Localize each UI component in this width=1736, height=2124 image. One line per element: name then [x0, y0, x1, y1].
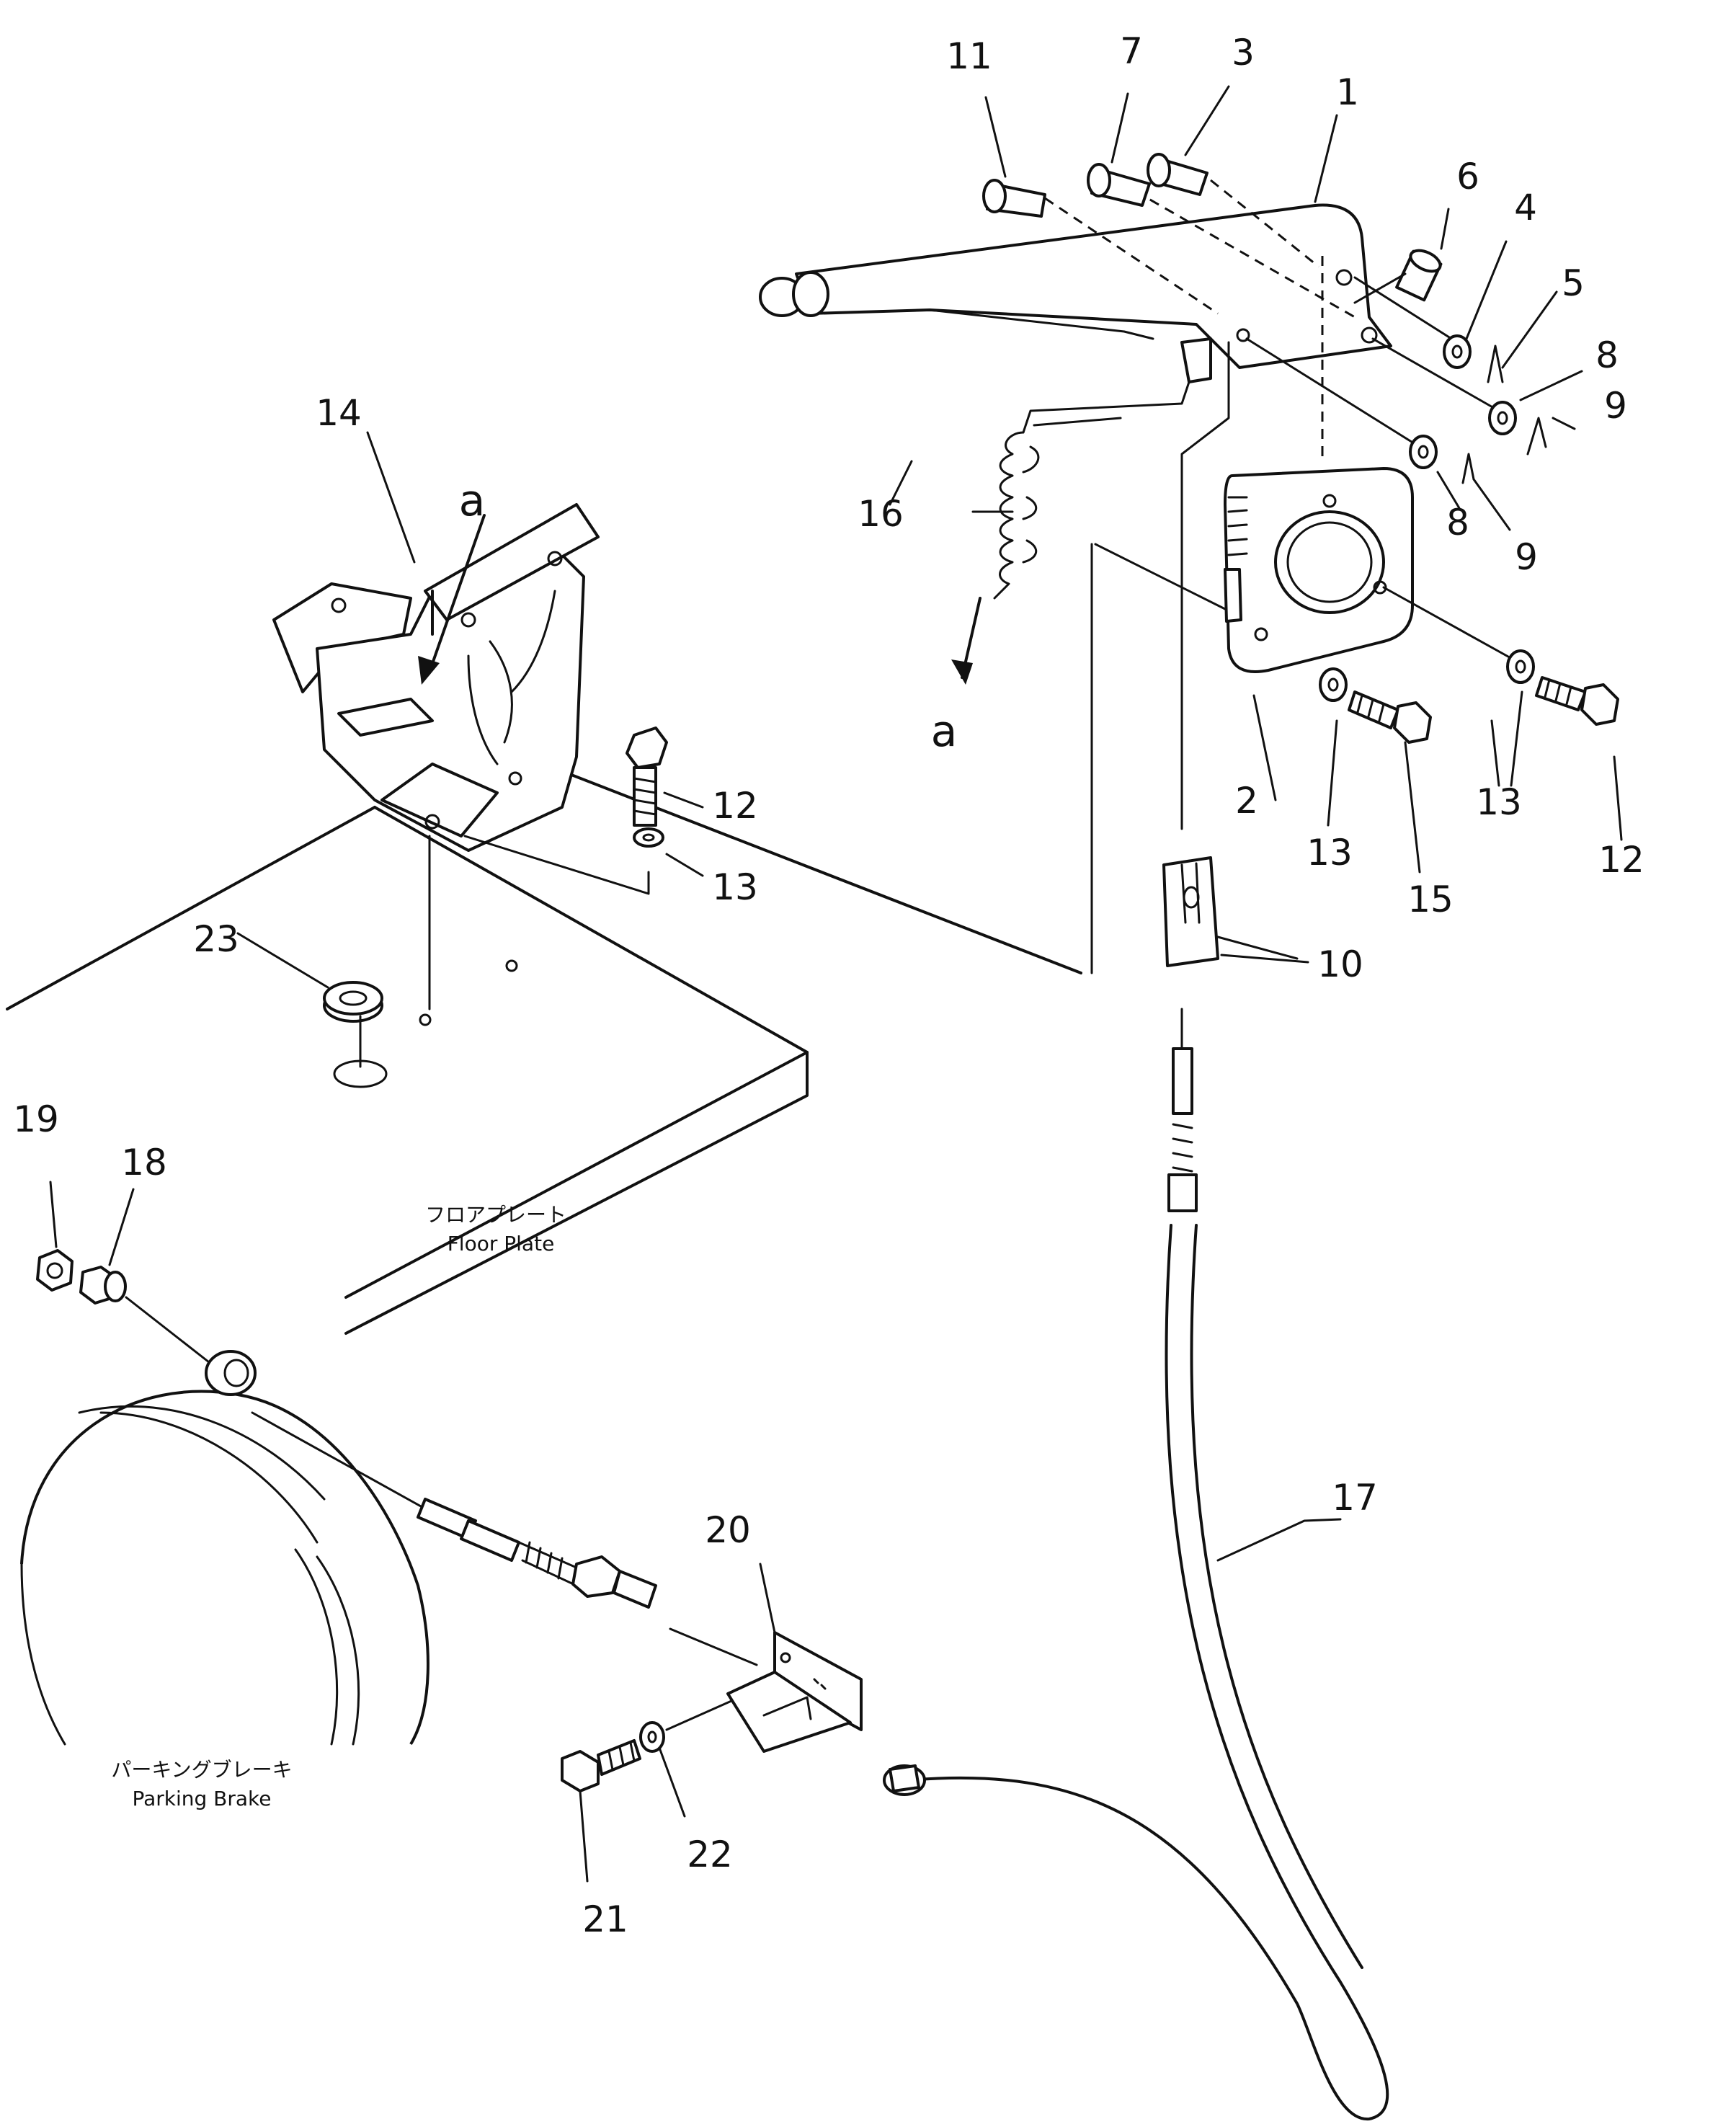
cotter-pin-9-left	[1461, 453, 1475, 484]
bolt-12-left	[626, 726, 668, 827]
callout-19: 19	[13, 1098, 59, 1140]
callout-5: 5	[1562, 262, 1585, 304]
brake-cable-rod	[251, 1411, 758, 1666]
nut-19	[36, 1249, 74, 1292]
callout-7: 7	[1120, 30, 1143, 72]
washer-13-left	[633, 827, 664, 848]
washer-8-left	[1409, 435, 1438, 469]
clevis-10	[1162, 856, 1219, 967]
bracket-20	[726, 1631, 863, 1753]
callout-12b: 12	[1598, 839, 1644, 881]
callout-3: 3	[1232, 32, 1255, 74]
lever-1	[759, 203, 1392, 383]
grommet-23	[323, 981, 388, 1088]
callout-15: 15	[1407, 879, 1454, 920]
callout-12a: 12	[712, 785, 758, 827]
pin-11	[982, 179, 1046, 218]
pin-7	[1087, 163, 1151, 207]
callout-2: 2	[1235, 780, 1258, 822]
washer-8-right	[1488, 401, 1517, 435]
washer-22	[639, 1721, 665, 1753]
callout-8b: 8	[1446, 502, 1469, 543]
callout-numbers: 1 3 7 11 6 4 5 8 9 8 9 16 14 12 13 23 2 …	[13, 30, 1644, 1940]
bolt-15	[1348, 690, 1432, 744]
floor-plate-label-jp: フロアプレート	[425, 1203, 566, 1227]
callout-1: 1	[1336, 71, 1359, 113]
callout-9a: 9	[1604, 385, 1627, 427]
washer-13-right	[1506, 649, 1535, 684]
washer-13-center	[1319, 667, 1348, 702]
callout-14: 14	[316, 392, 362, 434]
callout-13c: 13	[1476, 781, 1522, 823]
cotter-pin-9-right	[1526, 417, 1547, 456]
spring-16	[951, 381, 1190, 685]
callout-13b: 13	[1307, 832, 1353, 874]
callout-23: 23	[193, 918, 239, 960]
callout-11: 11	[946, 35, 992, 77]
callout-20: 20	[705, 1509, 751, 1551]
washer-4	[1443, 334, 1472, 369]
bracket-14	[272, 503, 650, 1010]
callout-13a: 13	[712, 866, 758, 908]
parking-brake-label-en: Parking Brake	[132, 1787, 271, 1810]
callout-16: 16	[858, 493, 904, 535]
pin-3	[1147, 153, 1208, 196]
callout-17: 17	[1332, 1477, 1378, 1519]
nut-18	[79, 1266, 127, 1305]
bolt-21	[561, 1739, 641, 1792]
callout-6: 6	[1456, 156, 1479, 197]
callout-4: 4	[1514, 187, 1537, 228]
callout-18: 18	[121, 1142, 167, 1183]
ratchet-plate-2	[1224, 467, 1414, 673]
parking-brake-drum	[20, 1350, 429, 1746]
callout-8a: 8	[1595, 334, 1619, 376]
callout-22: 22	[687, 1834, 733, 1875]
cable-17	[883, 1008, 1389, 2121]
floor-plate-label-en: Floor Plate	[448, 1232, 555, 1256]
bolt-12-right	[1535, 676, 1619, 726]
reference-mark-a-lower: a	[931, 706, 958, 757]
bushing-6	[1395, 249, 1443, 302]
cotter-pin-5	[1487, 345, 1504, 383]
callout-21: 21	[582, 1898, 628, 1940]
parking-brake-label-jp: パーキングブレーキ	[111, 1758, 292, 1782]
callout-10: 10	[1317, 943, 1363, 985]
callout-9b: 9	[1515, 536, 1538, 578]
leader-lines	[49, 85, 1623, 1883]
reference-mark-a-upper: a	[459, 476, 486, 526]
